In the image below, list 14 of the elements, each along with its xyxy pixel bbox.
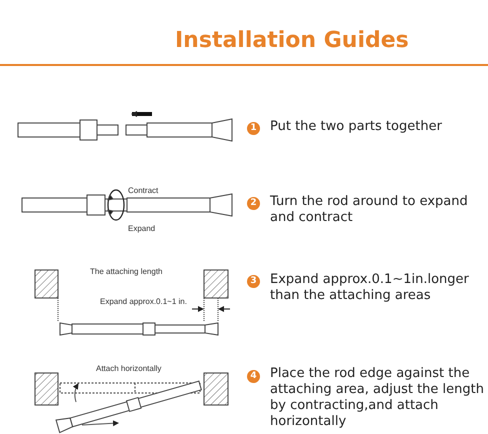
drawing-label: Expand <box>128 224 156 233</box>
step-instruction: Expand approx.0.1~1in.longer than the attaching areas <box>270 272 470 304</box>
drawing-label: Attach horizontally <box>96 364 162 373</box>
drawing-label: Contract <box>128 186 158 195</box>
step-number: 1 <box>247 122 260 135</box>
step-instruction: Put the two parts together <box>270 119 443 135</box>
title: Installation Guides <box>175 28 409 53</box>
step-instruction: Place the rod edge against the attaching area, adjust the length by contracting,and attach horizontally <box>270 366 485 430</box>
step-instruction: Turn the rod around to expand and contract <box>270 194 469 226</box>
drawing-label: The attaching length <box>90 267 162 276</box>
drawing-label: Expand approx.0.1~1 in. <box>100 297 187 306</box>
step-number: 4 <box>247 370 260 383</box>
step-number: 3 <box>247 275 260 288</box>
step-number: 2 <box>247 197 260 210</box>
